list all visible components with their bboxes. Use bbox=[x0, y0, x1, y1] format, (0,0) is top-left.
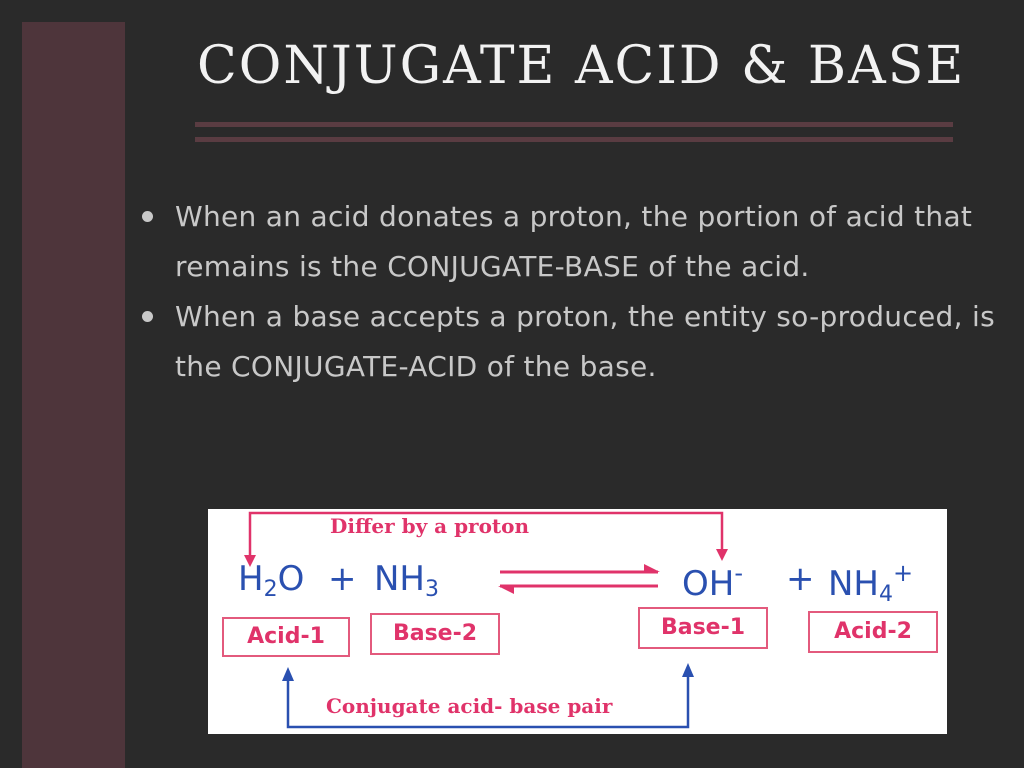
bottom-arrowhead-left-icon bbox=[282, 667, 294, 681]
side-accent-bar bbox=[22, 22, 125, 768]
plus-sign-2: + bbox=[786, 559, 815, 599]
top-bracket-arrow bbox=[248, 511, 724, 559]
h2o-tail: O bbox=[277, 559, 305, 599]
h2o-subscript: 2 bbox=[263, 577, 278, 602]
acid-2-box: Acid-2 bbox=[808, 611, 938, 653]
diagram-arrows bbox=[244, 511, 728, 729]
nh3-subscript: 3 bbox=[425, 577, 439, 602]
species-h2o: H2O bbox=[238, 559, 304, 602]
base-2-box: Base-2 bbox=[370, 613, 500, 655]
conjugate-pair-label: Conjugate acid- base pair bbox=[326, 694, 613, 718]
bullet-item: When an acid donates a proton, the porti… bbox=[142, 192, 1002, 292]
bullet-text: When a base accepts a proton, the entity… bbox=[175, 300, 995, 383]
differ-by-proton-label: Differ by a proton bbox=[330, 514, 530, 538]
plus-sign-1: + bbox=[328, 559, 357, 599]
forward-arrowhead-icon bbox=[644, 564, 660, 572]
title-divider-top bbox=[195, 122, 953, 127]
acid-1-box: Acid-1 bbox=[222, 617, 350, 657]
top-arrowhead-right-icon bbox=[716, 549, 728, 561]
bullet-text: When an acid donates a proton, the porti… bbox=[175, 200, 973, 283]
conjugate-pair-diagram: Differ by a proton Conjugate acid- base … bbox=[208, 509, 947, 734]
bullet-item: When a base accepts a proton, the entity… bbox=[142, 292, 1002, 392]
bullet-list: When an acid donates a proton, the porti… bbox=[142, 192, 1002, 392]
base-1-box: Base-1 bbox=[638, 607, 768, 649]
h2o-main: H bbox=[238, 559, 264, 599]
reverse-arrowhead-icon bbox=[498, 586, 514, 594]
nh4-subscript: 4 bbox=[879, 582, 893, 607]
nh4-main: NH bbox=[828, 564, 879, 604]
nh3-main: NH bbox=[374, 559, 425, 599]
oh-main: OH bbox=[682, 564, 735, 604]
title-divider-bottom bbox=[195, 137, 953, 142]
species-nh4: NH4+ bbox=[828, 559, 913, 607]
bullet-dot-icon bbox=[142, 211, 153, 222]
species-nh3: NH3 bbox=[374, 559, 439, 602]
bottom-bracket-arrow bbox=[286, 673, 690, 729]
species-oh: OH- bbox=[682, 559, 743, 604]
slide-title: CONJUGATE ACID & BASE bbox=[197, 36, 966, 96]
oh-superscript: - bbox=[734, 559, 743, 587]
nh4-superscript: + bbox=[893, 559, 914, 587]
bullet-dot-icon bbox=[142, 311, 153, 322]
bottom-arrowhead-right-icon bbox=[682, 663, 694, 677]
top-arrowhead-left-icon bbox=[244, 555, 256, 567]
